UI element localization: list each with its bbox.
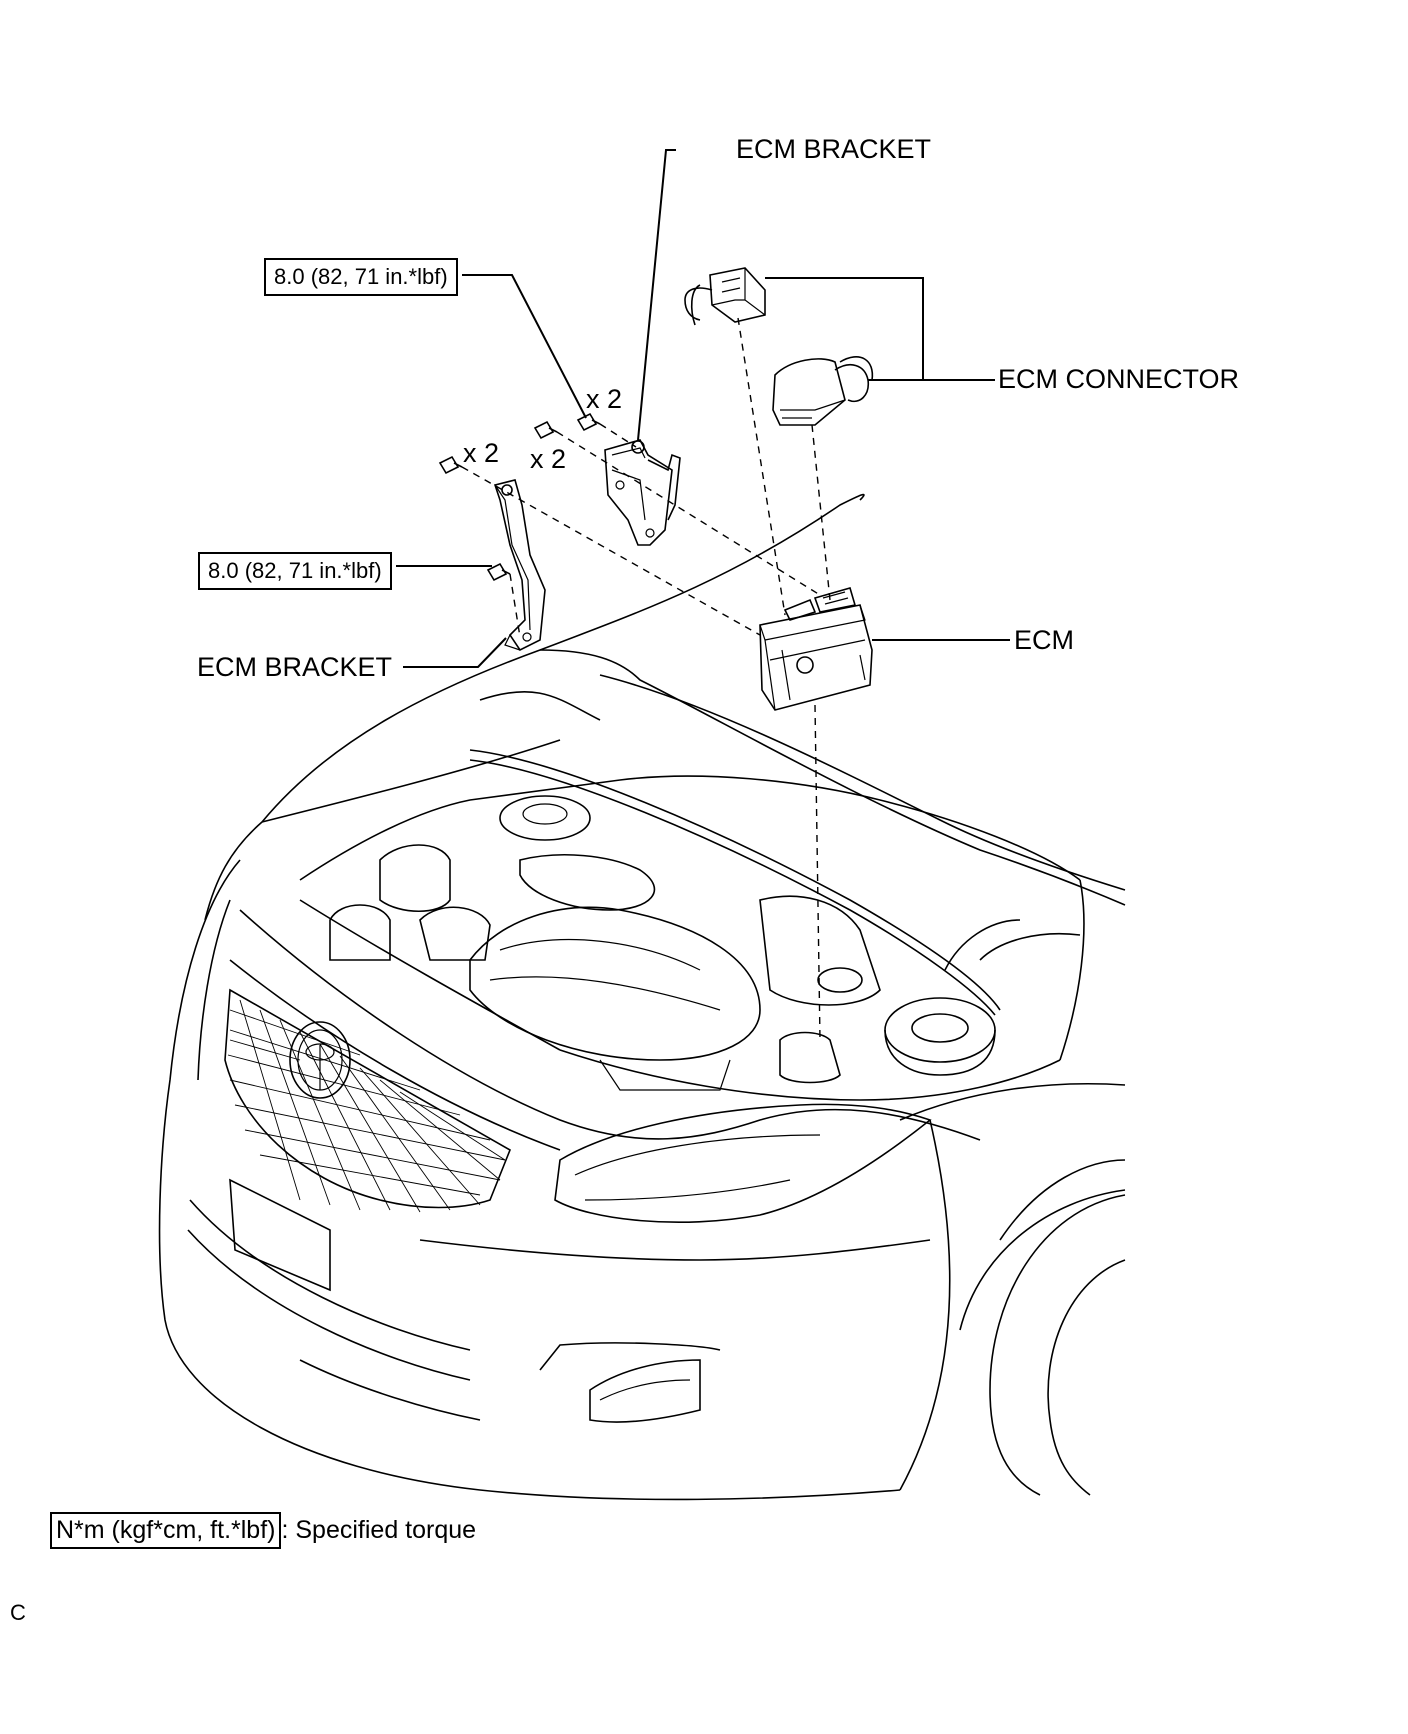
torque-legend: N*m (kgf*cm, ft.*lbf): Specified torque	[50, 1512, 476, 1549]
torque-spec-lower: 8.0 (82, 71 in.*lbf)	[198, 552, 392, 590]
ecm-label: ECM	[1014, 625, 1074, 655]
torque-unit-box: N*m (kgf*cm, ft.*lbf)	[50, 1512, 282, 1549]
bolt-quantity-middle: x 2	[530, 444, 567, 474]
vehicle-front-drawing	[158, 493, 1126, 1501]
leader-lines	[396, 149, 1010, 668]
corner-code: C	[10, 1600, 26, 1625]
ecm-bracket-lower-label: ECM BRACKET	[197, 652, 393, 682]
ecm-connector-drawing	[684, 267, 874, 426]
assembly-guide-lines	[461, 317, 831, 1041]
torque-legend-text: : Specified torque	[281, 1516, 477, 1544]
ecm-bracket-lower-drawing	[493, 479, 546, 652]
torque-spec-upper: 8.0 (82, 71 in.*lbf)	[264, 258, 458, 296]
ecm-bracket-upper-label: ECM BRACKET	[736, 134, 932, 164]
ecm-module-drawing	[759, 587, 873, 711]
ecm-connector-label: ECM CONNECTOR	[998, 364, 1240, 394]
bolt-quantity-left: x 2	[463, 438, 500, 468]
bolt-quantity-upper: x 2	[586, 384, 623, 414]
ecm-bracket-upper-drawing	[604, 439, 681, 546]
